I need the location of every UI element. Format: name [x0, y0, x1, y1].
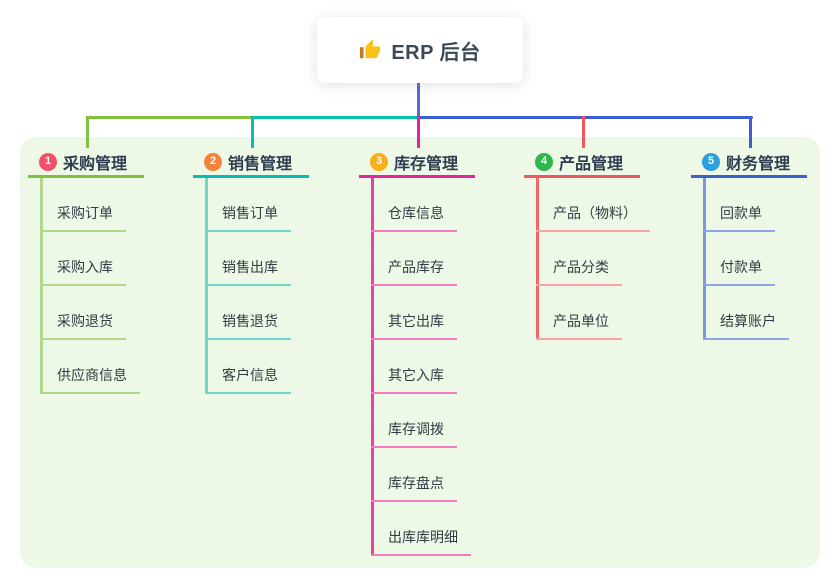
branch-child-connector: [371, 178, 374, 554]
branch-connector-line: [86, 116, 89, 148]
branch-connector-line: [582, 116, 585, 148]
root-title: ERP 后台: [391, 41, 481, 64]
child-label: 采购订单: [40, 203, 126, 232]
branch-child-connector: [536, 178, 539, 338]
branch-number-badge: 1: [39, 152, 57, 171]
child-label: 付款单: [703, 257, 775, 286]
branch-connector-line: [417, 116, 420, 148]
child-label: 客户信息: [205, 365, 291, 394]
child-node[interactable]: 结算账户: [703, 286, 789, 340]
branch-label: 采购管理: [63, 155, 128, 173]
child-node[interactable]: 客户信息: [205, 340, 291, 394]
child-label: 产品（物料）: [536, 203, 650, 232]
child-label: 销售订单: [205, 203, 291, 232]
branch-number-badge: 2: [204, 152, 222, 171]
branch: 4 产品管理 产品（物料） 产品分类产品单位: [524, 116, 650, 340]
branch-node[interactable]: 2 销售管理: [193, 148, 309, 178]
child-label: 仓库信息: [371, 203, 457, 232]
child-node[interactable]: 其它出库: [371, 286, 471, 340]
child-node[interactable]: 销售退货: [205, 286, 291, 340]
child-node[interactable]: 销售订单: [205, 178, 291, 232]
child-node[interactable]: 产品单位: [536, 286, 650, 340]
branch-children: 回款单付款单结算账户: [703, 178, 789, 340]
child-node[interactable]: 产品（物料）: [536, 178, 650, 232]
branch-label: 销售管理: [228, 155, 293, 173]
child-label: 采购入库: [40, 257, 126, 286]
child-label: 销售退货: [205, 311, 291, 340]
child-node[interactable]: 库存调拨: [371, 394, 471, 448]
child-label: 回款单: [703, 203, 775, 232]
branch-number-badge: 3: [370, 152, 388, 171]
branch-connector-line: [251, 116, 254, 148]
branch: 1 采购管理 采购订单采购入库采购退货供应商信息: [28, 116, 144, 394]
thumbs-up-icon: [359, 39, 381, 61]
branch-label: 库存管理: [394, 155, 459, 173]
branch-node[interactable]: 3 库存管理: [359, 148, 475, 178]
child-node[interactable]: 其它入库: [371, 340, 471, 394]
branch-number-badge: 4: [535, 152, 553, 171]
child-label: 库存盘点: [371, 473, 457, 502]
branch-children: 仓库信息产品库存其它出库其它入库库存调拨库存盘点出库库明细: [371, 178, 471, 556]
child-label: 销售出库: [205, 257, 291, 286]
branch-children: 采购订单采购入库采购退货供应商信息: [40, 178, 140, 394]
connector-segment-middle: [251, 116, 418, 119]
branch-node[interactable]: 5 财务管理: [691, 148, 807, 178]
branch-node[interactable]: 4 产品管理: [524, 148, 640, 178]
branch-children: 销售订单销售出库销售退货客户信息: [205, 178, 291, 394]
branch-label: 产品管理: [559, 155, 624, 173]
connector-segment-left: [86, 116, 252, 119]
branch-children: 产品（物料） 产品分类产品单位: [536, 178, 650, 340]
child-node[interactable]: 采购入库: [40, 232, 140, 286]
branch-connector-line: [749, 116, 752, 148]
branch-child-connector: [703, 178, 706, 338]
child-label: 其它入库: [371, 365, 457, 394]
branch: 2 销售管理 销售订单销售出库销售退货客户信息: [193, 116, 309, 394]
branch: 3 库存管理 仓库信息产品库存其它出库其它入库库存调拨库存盘点出库库明细: [359, 116, 475, 556]
child-node[interactable]: 销售出库: [205, 232, 291, 286]
child-label: 供应商信息: [40, 365, 140, 394]
child-label: 其它出库: [371, 311, 457, 340]
child-label: 采购退货: [40, 311, 126, 340]
branch-number-badge: 5: [702, 152, 720, 171]
root-connector-line: [417, 82, 420, 117]
child-node[interactable]: 产品分类: [536, 232, 650, 286]
branch-node[interactable]: 1 采购管理: [28, 148, 144, 178]
child-label: 产品库存: [371, 257, 457, 286]
child-node[interactable]: 库存盘点: [371, 448, 471, 502]
child-label: 结算账户: [703, 311, 789, 340]
child-node[interactable]: 采购退货: [40, 286, 140, 340]
root-node[interactable]: ERP 后台: [317, 17, 523, 83]
child-node[interactable]: 出库库明细: [371, 502, 471, 556]
child-node[interactable]: 供应商信息: [40, 340, 140, 394]
child-node[interactable]: 产品库存: [371, 232, 471, 286]
child-label: 产品分类: [536, 257, 622, 286]
connector-segment-right: [417, 116, 753, 119]
child-node[interactable]: 采购订单: [40, 178, 140, 232]
child-node[interactable]: 回款单: [703, 178, 789, 232]
branch-label: 财务管理: [726, 155, 791, 173]
child-node[interactable]: 付款单: [703, 232, 789, 286]
child-label: 库存调拨: [371, 419, 457, 448]
branch: 5 财务管理 回款单付款单结算账户: [691, 116, 807, 340]
child-node[interactable]: 仓库信息: [371, 178, 471, 232]
child-label: 出库库明细: [371, 527, 471, 556]
background-panel: [20, 137, 820, 568]
child-label: 产品单位: [536, 311, 622, 340]
